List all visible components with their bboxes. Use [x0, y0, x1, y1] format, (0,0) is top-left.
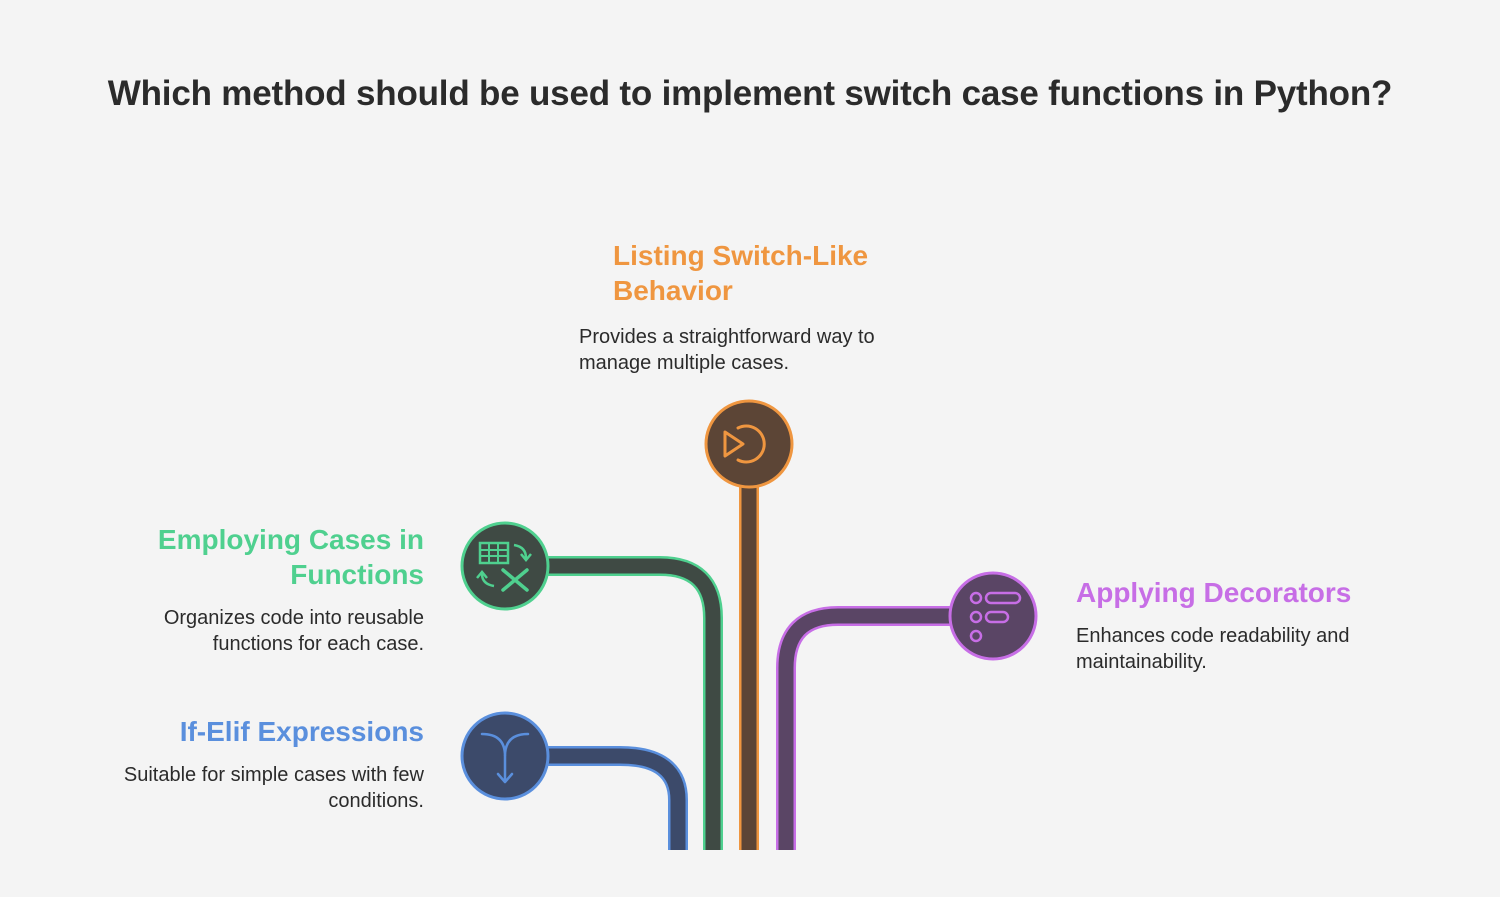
branch-decorators: [776, 606, 955, 850]
listing-title: Listing Switch-Like Behavior: [613, 240, 869, 306]
listing-description-block: Provides a straightforward way to manage…: [579, 324, 919, 376]
branch-functions: [545, 556, 723, 850]
page-title: Which method should be used to implement…: [107, 74, 1393, 113]
ifelif-description: Suitable for simple cases with few condi…: [123, 764, 424, 812]
decorators-block: Applying Decorators Enhances code readab…: [1076, 575, 1386, 675]
branch-merge-icon: [460, 711, 550, 801]
listing-title-block: Listing Switch-Like Behavior: [613, 238, 913, 308]
spreadsheet-function-icon: [460, 521, 550, 611]
functions-description: Organizes code into reusable functions f…: [163, 607, 424, 655]
decorators-title: Applying Decorators: [1076, 577, 1352, 608]
list-icon: [948, 571, 1038, 661]
replay-icon: [704, 399, 794, 489]
functions-block: Employing Cases in Functions Organizes c…: [124, 522, 424, 657]
ifelif-block: If-Elif Expressions Suitable for simple …: [84, 714, 424, 814]
branch-ifelif: [540, 746, 688, 850]
decorators-description: Enhances code readability and maintainab…: [1076, 625, 1350, 673]
functions-title: Employing Cases in Functions: [157, 524, 424, 590]
ifelif-title: If-Elif Expressions: [179, 716, 424, 747]
listing-description: Provides a straightforward way to manage…: [579, 326, 875, 374]
